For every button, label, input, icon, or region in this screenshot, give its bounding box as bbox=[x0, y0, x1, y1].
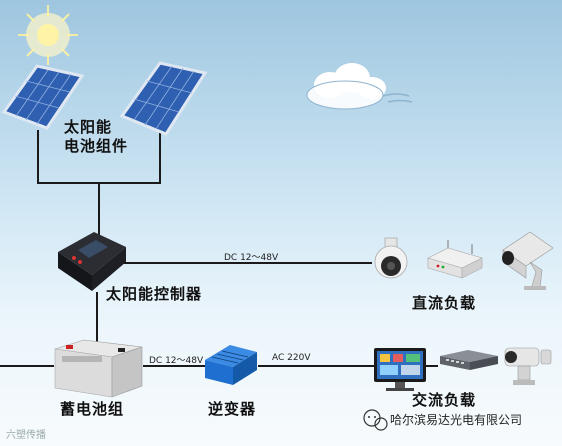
solar-panels-label-line2: 电池组件 bbox=[64, 137, 129, 155]
bullet-camera-icon bbox=[502, 231, 554, 290]
solar-panel-icon bbox=[119, 61, 208, 136]
wiring bbox=[0, 130, 438, 367]
solar-panel-icon bbox=[1, 64, 85, 130]
battery-label: 蓄电池组 bbox=[60, 400, 125, 418]
solar-panels-label-line1: 太阳能 bbox=[64, 118, 113, 136]
dc-voltage-top-label: DC 12～48V bbox=[224, 253, 279, 263]
source-watermark: 六塑传播 bbox=[6, 430, 46, 441]
dome-camera-icon bbox=[374, 237, 408, 279]
ptz-camera-icon bbox=[504, 347, 552, 385]
sun-icon bbox=[18, 5, 78, 65]
network-switch-icon bbox=[440, 350, 498, 370]
dc-load-label: 直流负载 bbox=[412, 294, 477, 312]
battery-icon bbox=[54, 339, 143, 398]
charge-controller-icon bbox=[58, 232, 126, 291]
ac-load-label: 交流负载 bbox=[412, 391, 477, 409]
dc-voltage-bottom-label: DC 12～48V bbox=[149, 356, 204, 366]
inverter-label: 逆变器 bbox=[208, 400, 257, 418]
inverter-icon bbox=[205, 345, 257, 385]
company-watermark: 哈尔滨易达光电有限公司 bbox=[390, 413, 523, 427]
controller-label: 太阳能控制器 bbox=[106, 285, 203, 303]
router-icon bbox=[427, 240, 483, 279]
ac-voltage-label: AC 220V bbox=[272, 353, 311, 363]
monitor-icon bbox=[374, 348, 426, 391]
cloud-icon bbox=[306, 63, 413, 110]
wechat-icon bbox=[363, 409, 388, 431]
